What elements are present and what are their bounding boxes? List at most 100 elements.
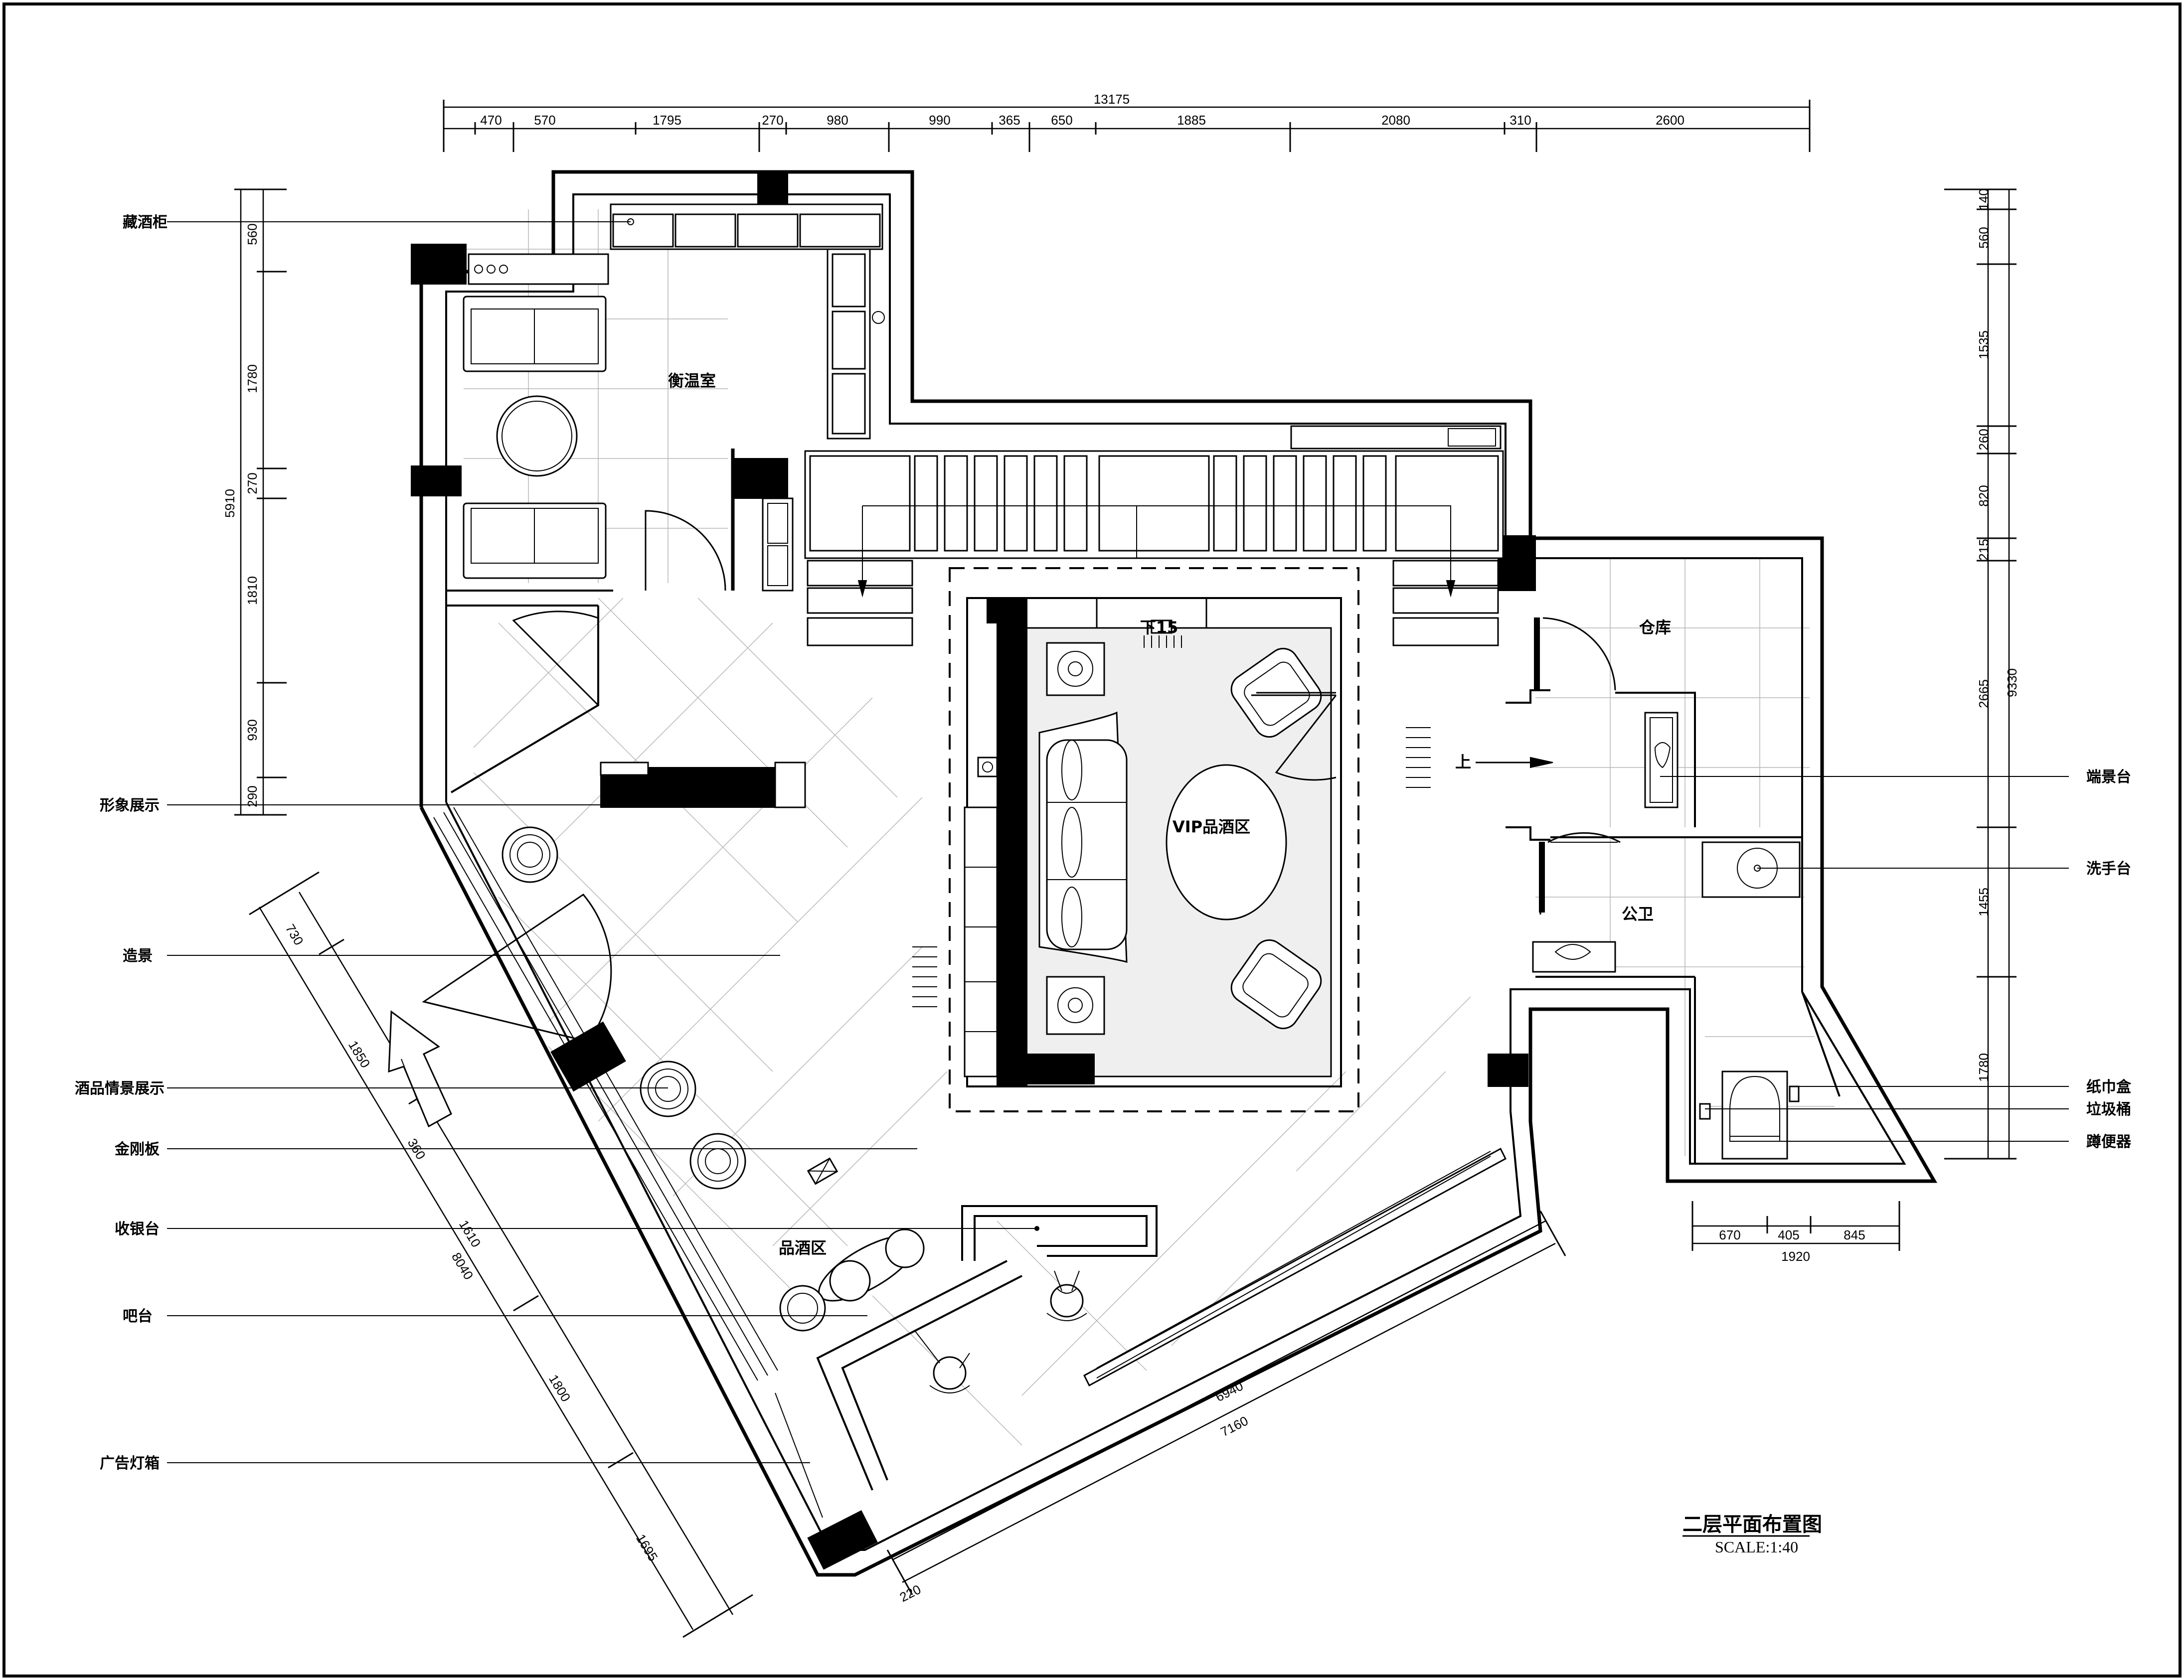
walls [419,170,1938,1577]
counter-basin [1532,941,1616,973]
bar-table [779,1228,925,1332]
oval-table [1166,764,1287,920]
dim-diag-seg: 1800 [546,1372,574,1404]
sofa [463,502,607,579]
dim-right-total: 9330 [2005,668,2019,697]
dim-right-seg: 560 [1976,227,1991,248]
dim-br-seg: 405 [1778,1227,1799,1242]
callout-trash-bin: 垃圾桶 [2086,1101,2131,1118]
floor-marker [807,1157,839,1185]
person-figure [914,1330,970,1393]
dim-diag-bottom-outer: 7160 [1218,1413,1250,1439]
dim-diag-total: 8040 [449,1250,477,1282]
direction-arrow [388,1010,452,1128]
dim-right-seg: 140 [1976,188,1991,210]
dim-br-seg: 670 [1719,1227,1740,1242]
dim-left-seg: 930 [245,719,260,741]
callout-feature-shelf: 端景台 [2086,768,2131,786]
dim-diag-seg: 1850 [345,1038,373,1070]
wine-cabinet-top [610,203,883,250]
dim-left-seg: 290 [245,785,260,807]
dim-right-seg: 820 [1976,485,1991,506]
person-figure [1046,1270,1087,1321]
door-swing [645,510,726,591]
dim-top-seg: 365 [999,113,1020,128]
callout-bar: 吧台 [123,1308,153,1325]
wine-cellar [463,203,885,706]
column [550,1021,626,1092]
right-dimension-chain [1944,188,2016,1160]
stairs-up-label: 上 [1455,753,1471,771]
wash-basin [1701,841,1801,898]
callout-cashier: 收银台 [115,1221,160,1238]
main-floor-features [388,762,1507,1491]
sofa [463,296,607,372]
armchair [1230,939,1322,1030]
dim-right-seg: 1455 [1976,888,1991,916]
step-down-label: 下15 [1140,618,1178,637]
dim-top-seg: 270 [762,113,783,128]
door-swing [1534,617,1616,691]
fringe-marks [912,946,937,1007]
dim-top-seg: 1795 [653,113,681,128]
dim-top-seg: 980 [827,113,848,128]
dim-diag-seg: 1610 [456,1218,484,1250]
dim-top-seg: 570 [534,113,555,128]
dim-top-seg: 650 [1051,113,1072,128]
bottom-right-dimension-chain [1691,1201,1900,1251]
callout-floor-board: 金刚板 [114,1141,160,1158]
feature-wall [997,1054,1095,1084]
dim-br-seg: 845 [1844,1227,1865,1242]
display-cabinets-top [804,425,1504,646]
callout-image-display: 形象展示 [100,797,160,814]
callout-wash-basin: 洗手台 [2086,860,2131,878]
column [1488,1054,1528,1087]
feature-shelf [1644,712,1679,808]
display-pedestal [502,826,558,883]
up-arrow [1530,757,1553,768]
dim-top-seg: 990 [929,113,950,128]
fringe-marks [1144,635,1182,648]
fringe-marks [1406,727,1431,788]
dim-left-seg: 1810 [245,576,260,605]
callout-wine-scene-display: 酒品情景展示 [75,1080,165,1097]
dim-top-seg: 2600 [1656,113,1684,128]
image-display-wall [600,762,806,808]
column [411,465,462,496]
callout-ad-light-box: 广告灯箱 [100,1455,160,1472]
vip-sofa [1038,711,1128,963]
top-dimension-chain [443,100,1811,152]
dim-right-seg: 1780 [1976,1053,1991,1082]
side-table [1046,976,1105,1035]
display-pedestal [689,1133,746,1190]
dim-diag-bottom-small: 220 [897,1582,923,1605]
dim-diag-seg: 1695 [633,1531,661,1564]
dim-top-total: 13175 [1094,92,1130,107]
cashier-counter [961,1205,1158,1261]
tasting-area-label: 品酒区 [779,1238,827,1257]
door-swing [512,611,599,706]
dim-br-total: 1920 [1781,1249,1810,1264]
column [807,1510,878,1570]
squat-toilet [1721,1070,1788,1160]
column [411,244,467,285]
vip-tasting-area: 下15 [949,567,1359,1112]
feature-wall [987,598,1027,623]
ad-light-box [1083,1147,1507,1387]
drawing-scale: SCALE:1:40 [1715,1538,1798,1556]
bar-counter [816,1260,1022,1491]
leader-lines-left [167,221,1037,1463]
wine-cabinet-left-top [468,253,609,285]
landscape-feature [422,894,612,1043]
side-cabinet [964,806,998,1077]
round-table [496,395,578,477]
vip-area-label: VIP品酒区 [1173,817,1250,836]
callout-landscape: 造景 [123,947,153,965]
wine-cabinet-side [827,248,885,440]
dim-top-seg: 470 [480,113,502,128]
cellar-label: 衡温室 [668,371,716,390]
left-diagonal-dimension-chain [249,871,753,1638]
left-dimension-chain [234,188,287,816]
public-toilet: 公卫 [1532,832,1801,1160]
